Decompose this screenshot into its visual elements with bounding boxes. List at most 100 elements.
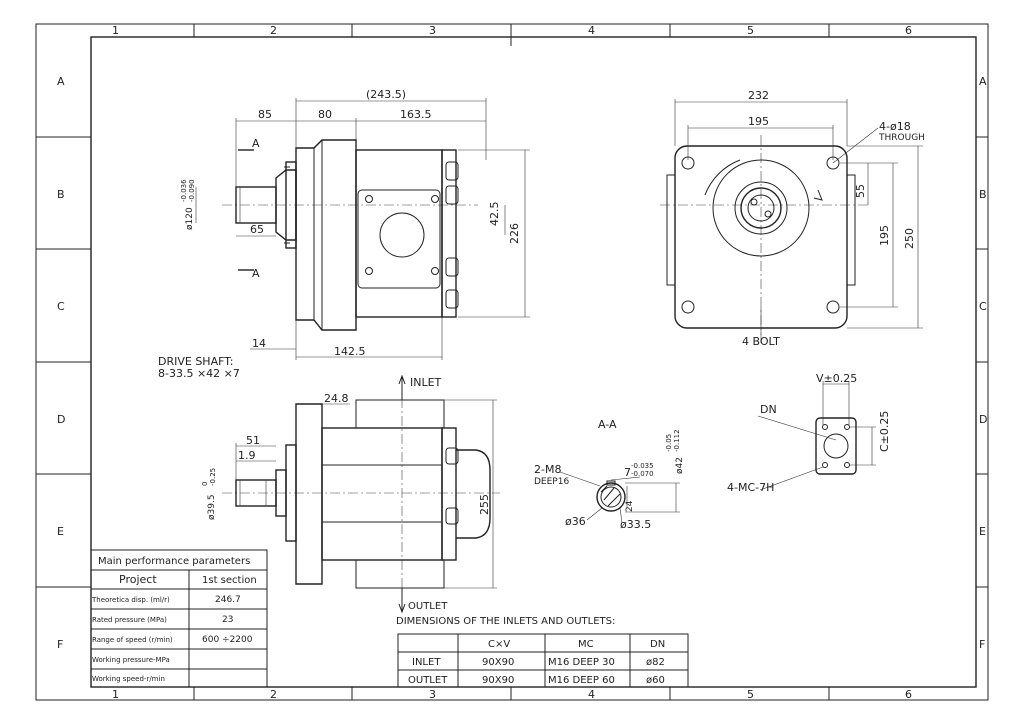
ports-title: DIMENSIONS OF THE INLETS AND OUTLETS: bbox=[396, 616, 615, 627]
dia-42-tol-bottom: -0.112 bbox=[673, 429, 681, 452]
shaft-diameter: ø120 bbox=[185, 207, 195, 230]
dim-1-9: 1.9 bbox=[238, 449, 256, 462]
holes-through: THROUGH bbox=[878, 133, 925, 143]
dim-42-5: 42.5 bbox=[488, 202, 501, 227]
row-label: D bbox=[979, 413, 987, 426]
dia-36: ø36 bbox=[565, 515, 586, 528]
perf-row-label: Working speed-r/min bbox=[92, 675, 165, 683]
drive-shaft-label: DRIVE SHAFT: bbox=[158, 355, 233, 368]
col-label: 2 bbox=[270, 24, 277, 37]
col-label: 6 bbox=[905, 24, 912, 37]
drive-shaft-spec: 8-33.5 ×42 ×7 bbox=[158, 367, 240, 380]
inlet-label: INLET bbox=[410, 376, 442, 389]
key-tol-top: -0.035 bbox=[631, 462, 654, 470]
perf-col-section: 1st section bbox=[202, 575, 257, 586]
row-label: E bbox=[57, 525, 64, 538]
row-label: F bbox=[57, 638, 63, 651]
col-label: 1 bbox=[112, 688, 119, 701]
col-label: 4 bbox=[588, 24, 595, 37]
dim-14: 14 bbox=[252, 337, 266, 350]
dim-85: 85 bbox=[258, 108, 272, 121]
dim-195-side: 195 bbox=[878, 225, 891, 246]
col-label: 5 bbox=[747, 688, 754, 701]
perf-row-label: Working pressure-MPa bbox=[92, 656, 170, 664]
v-dim: V±0.25 bbox=[816, 372, 857, 385]
ports-table: DIMENSIONS OF THE INLETS AND OUTLETS: C×… bbox=[396, 616, 689, 688]
shaft-tol-top: -0.036 bbox=[180, 179, 188, 202]
ports-cell: OUTLET bbox=[408, 675, 448, 686]
ports-cell: M16 DEEP 30 bbox=[548, 657, 615, 668]
ports-cell: 90X90 bbox=[482, 657, 514, 668]
col-label: 5 bbox=[747, 24, 754, 37]
col-label: 2 bbox=[270, 688, 277, 701]
key-width: 7 bbox=[624, 466, 631, 479]
row-label: B bbox=[979, 188, 987, 201]
perf-row-value: 23 bbox=[222, 615, 233, 625]
thread-spec: 2-M8 bbox=[534, 463, 561, 476]
perf-row-label: Rated pressure (MPa) bbox=[92, 616, 167, 624]
outlet-label: OUTLET bbox=[408, 601, 448, 612]
row-label: A bbox=[57, 75, 65, 88]
perf-row-value: 600 ÷2200 bbox=[202, 635, 253, 645]
row-label: C bbox=[979, 300, 987, 313]
col-label: 6 bbox=[905, 688, 912, 701]
ports-cell: M16 DEEP 60 bbox=[548, 675, 615, 686]
section-mark-top: A bbox=[252, 137, 260, 150]
dim-195-top: 195 bbox=[748, 115, 769, 128]
dim-65: 65 bbox=[250, 223, 264, 236]
row-label: B bbox=[57, 188, 65, 201]
bolt-label: 4 BOLT bbox=[742, 335, 780, 348]
shaft-tol-top-bottom: 0 bbox=[201, 482, 209, 486]
c-dim: C±0.25 bbox=[878, 411, 891, 452]
shaft-tol-bottom: -0.090 bbox=[188, 179, 196, 202]
perf-row-label: Theoretica disp. (ml/r) bbox=[91, 596, 170, 604]
ports-cell: 90X90 bbox=[482, 675, 514, 686]
perf-row-label: Range of speed (r/min) bbox=[92, 636, 173, 644]
row-label: D bbox=[57, 413, 65, 426]
section-title: A-A bbox=[598, 418, 617, 431]
dim-250: 250 bbox=[903, 228, 916, 249]
ports-header: DN bbox=[650, 639, 665, 650]
front-view: 232 195 4-ø18 THROUGH 55 195 250 4 BOLT bbox=[660, 89, 925, 348]
row-label: F bbox=[979, 638, 985, 651]
dia-42: ø42 bbox=[675, 457, 685, 474]
dim-24-8: 24.8 bbox=[324, 392, 349, 405]
ports-cell: INLET bbox=[412, 657, 441, 668]
section-mark-bottom: A bbox=[252, 267, 260, 280]
section-aa: A-A 2-M8 DEEP16 7 -0.035 -0.070 ø42 -0.0… bbox=[534, 418, 685, 531]
ports-cell: ø82 bbox=[646, 657, 665, 668]
dia-42-tol-top: -0.05 bbox=[665, 434, 673, 452]
dim-232: 232 bbox=[748, 89, 769, 102]
col-label: 3 bbox=[429, 688, 436, 701]
col-label: 1 bbox=[112, 24, 119, 37]
dim-80: 80 bbox=[318, 108, 332, 121]
dim-163: 163.5 bbox=[400, 108, 432, 121]
thread-depth: DEEP16 bbox=[534, 477, 569, 487]
shaft-tol-bottom-bottom: -0.25 bbox=[209, 468, 217, 486]
col-label: 4 bbox=[588, 688, 595, 701]
ports-cell: ø60 bbox=[646, 675, 665, 686]
ports-header: C×V bbox=[488, 639, 510, 650]
side-view: (243.5) 85 80 163.5 65 42.5 226 14 142.5… bbox=[158, 88, 530, 380]
ports-header: MC bbox=[578, 639, 594, 650]
dia-33-5: ø33.5 bbox=[620, 518, 651, 531]
row-label: C bbox=[57, 300, 65, 313]
port-detail: V±0.25 DN C±0.25 4-MC-7H bbox=[727, 372, 891, 494]
dim-226: 226 bbox=[508, 223, 521, 244]
dim-24: 24 bbox=[625, 500, 635, 512]
bottom-view: INLET OUTLET 24.8 51 1.9 ø39.5 0 -0.25 2… bbox=[201, 374, 500, 614]
holes-spec: 4-ø18 bbox=[879, 120, 911, 133]
row-label: A bbox=[979, 75, 987, 88]
dim-51: 51 bbox=[246, 434, 260, 447]
perf-title: Main performance parameters bbox=[98, 556, 250, 567]
perf-col-project: Project bbox=[119, 573, 157, 586]
col-label: 3 bbox=[429, 24, 436, 37]
dim-total: (243.5) bbox=[366, 88, 406, 101]
shaft-diameter-bottom: ø39.5 bbox=[207, 494, 217, 520]
performance-table: Main performance parameters Project 1st … bbox=[90, 549, 268, 688]
mc-spec: 4-MC-7H bbox=[727, 481, 774, 494]
row-label: E bbox=[979, 525, 986, 538]
perf-row-value: 246.7 bbox=[215, 595, 241, 605]
dim-255: 255 bbox=[478, 494, 491, 515]
